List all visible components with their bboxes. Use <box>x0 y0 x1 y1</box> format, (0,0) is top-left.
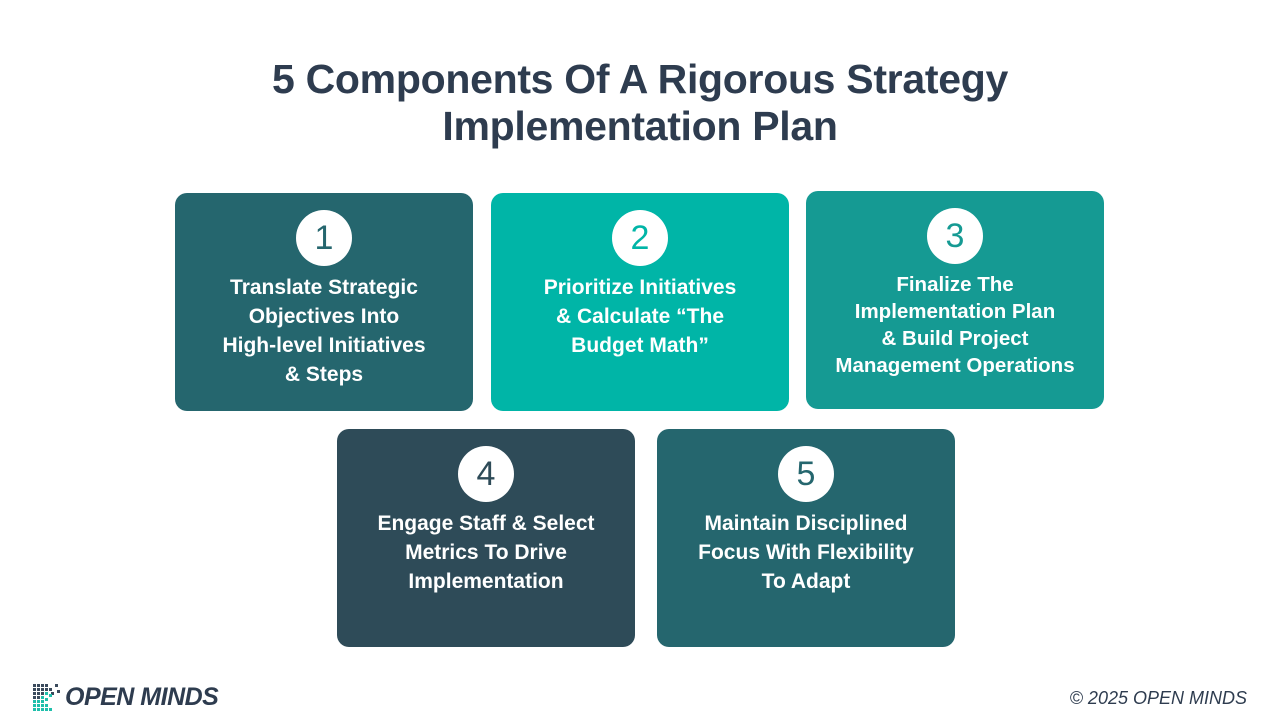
component-label-3: Finalize The Implementation Plan & Build… <box>835 273 1075 377</box>
component-label-1: Translate Strategic Objectives Into High… <box>222 276 426 386</box>
component-card-1: 1 Translate Strategic Objectives Into Hi… <box>175 193 473 411</box>
number-badge-1: 1 <box>296 210 352 266</box>
component-card-2: 2 Prioritize Initiatives & Calculate “Th… <box>491 193 789 411</box>
number-badge-4: 4 <box>458 446 514 502</box>
component-label-2: Prioritize Initiatives & Calculate “The … <box>543 276 737 357</box>
component-card-4: 4 Engage Staff & Select Metrics To Drive… <box>337 429 635 647</box>
copyright-notice: © 2025 OPEN MINDS <box>1069 688 1247 708</box>
component-card-5: 5 Maintain Disciplined Focus With Flexib… <box>657 429 955 647</box>
component-label-5: Maintain Disciplined Focus With Flexibil… <box>698 512 914 593</box>
slide-title: 5 Components Of A Rigorous Strategy Impl… <box>0 56 1280 150</box>
open-minds-logo: OPEN MINDS <box>33 683 219 712</box>
logo-text: OPEN MINDS <box>65 683 219 711</box>
number-badge-2: 2 <box>612 210 668 266</box>
component-label-4: Engage Staff & Select Metrics To Drive I… <box>377 512 595 593</box>
number-badge-5: 5 <box>778 446 834 502</box>
title-line-2: Implementation Plan <box>442 103 838 149</box>
component-card-3: 3 Finalize The Implementation Plan & Bui… <box>806 191 1104 409</box>
pixel-grid-logo-icon <box>33 683 63 712</box>
number-badge-3: 3 <box>927 208 983 264</box>
title-line-1: 5 Components Of A Rigorous Strategy <box>272 56 1008 102</box>
